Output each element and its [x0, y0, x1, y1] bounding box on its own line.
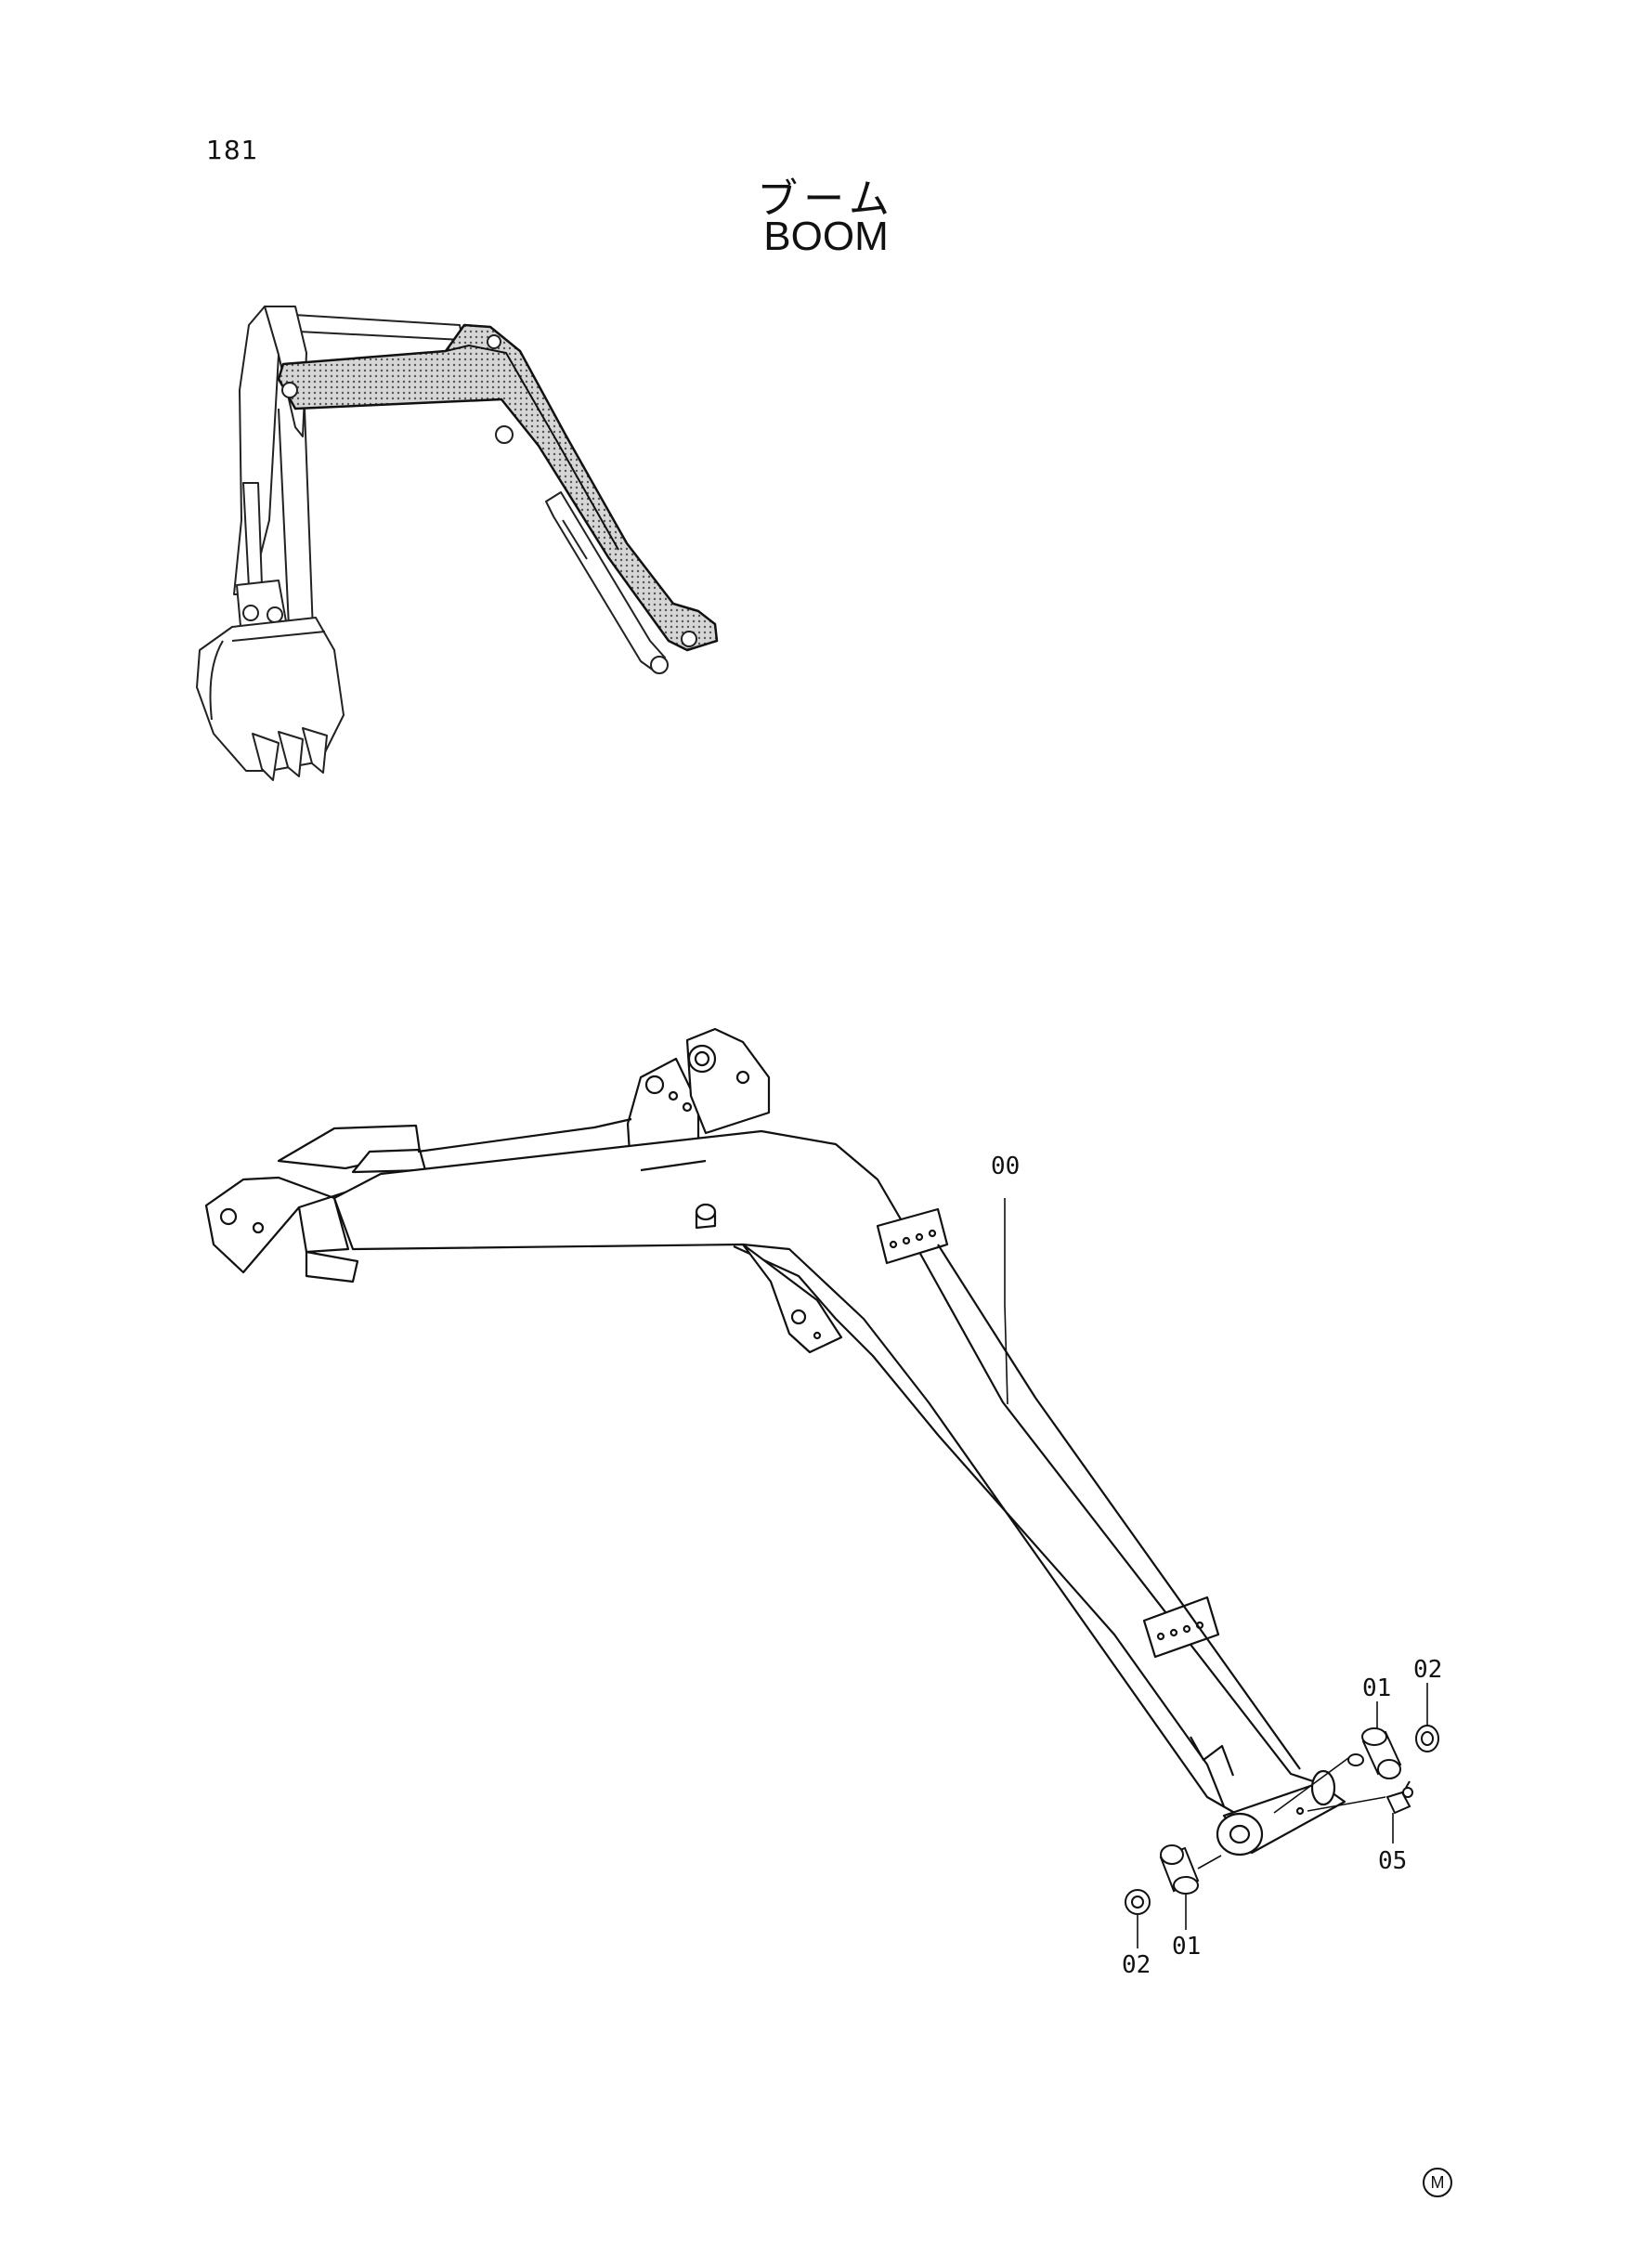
seal-left: [1125, 1889, 1151, 1915]
leader-lines: [1004, 1198, 1428, 1948]
callout-grease-fitting: 05: [1378, 1847, 1407, 1875]
exploded-parts: [1125, 1725, 1439, 1915]
corner-mark: M: [1423, 2168, 1452, 2197]
callout-bushing-right: 01: [1362, 1674, 1391, 1702]
title-japanese: ブーム: [757, 176, 895, 223]
callout-seal-left: 02: [1122, 1951, 1151, 1979]
callout-boom: 00: [991, 1153, 1020, 1180]
grease-fitting: [1385, 1780, 1413, 1815]
bushing-left: [1159, 1844, 1200, 1895]
callout-bushing-left: 01: [1172, 1933, 1201, 1961]
page-number: 181: [206, 135, 259, 165]
title-english: BOOM: [763, 214, 889, 259]
callout-seal-right: 02: [1413, 1656, 1442, 1684]
overview-illustration: [196, 306, 719, 781]
boom-assembly: [204, 1027, 1346, 1857]
seal-right: [1415, 1725, 1439, 1752]
bushing-right: [1347, 1727, 1402, 1779]
